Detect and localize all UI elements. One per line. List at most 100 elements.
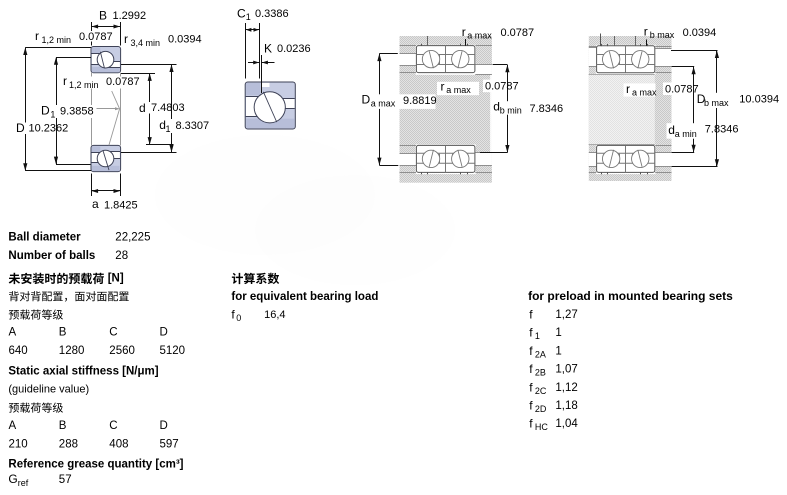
svg-text:a max: a max <box>632 88 657 98</box>
svg-text:r: r <box>35 29 39 43</box>
svg-text:D: D <box>41 104 50 118</box>
svg-text:28: 28 <box>115 250 128 262</box>
svg-text:1: 1 <box>50 109 55 119</box>
svg-text:0.0236: 0.0236 <box>277 43 311 55</box>
svg-text:C: C <box>109 327 117 339</box>
svg-text:8.3307: 8.3307 <box>176 120 210 132</box>
svg-text:f: f <box>529 362 533 376</box>
svg-text:b max: b max <box>704 98 729 108</box>
svg-text:1: 1 <box>166 124 171 134</box>
svg-text:0.0787: 0.0787 <box>501 27 535 39</box>
svg-text:Static axial stiffness [N/μm]: Static axial stiffness [N/μm] <box>8 365 158 377</box>
svg-text:a max: a max <box>371 98 396 108</box>
svg-text:1,04: 1,04 <box>555 418 578 430</box>
svg-text:Ball diameter: Ball diameter <box>8 232 81 244</box>
svg-text:a max: a max <box>446 85 471 95</box>
svg-text:A: A <box>9 420 17 432</box>
svg-text:1.2992: 1.2992 <box>113 10 147 22</box>
svg-text:b max: b max <box>650 30 675 40</box>
svg-text:1,2 min: 1,2 min <box>69 80 99 90</box>
svg-text:1.8425: 1.8425 <box>104 200 138 212</box>
svg-text:10.0394: 10.0394 <box>739 93 779 105</box>
svg-text:d: d <box>493 100 500 114</box>
svg-text:D: D <box>362 93 371 107</box>
svg-text:for preload in mounted bearing: for preload in mounted bearing sets <box>528 289 733 303</box>
svg-text:1,27: 1,27 <box>555 309 577 321</box>
svg-text:B: B <box>59 327 67 339</box>
svg-text:0.0787: 0.0787 <box>665 83 699 95</box>
svg-text:ref: ref <box>18 478 29 488</box>
svg-text:0: 0 <box>236 313 241 323</box>
svg-text:0.0394: 0.0394 <box>683 27 717 39</box>
svg-text:C: C <box>109 420 117 432</box>
svg-text:57: 57 <box>59 474 72 486</box>
svg-text:0.0394: 0.0394 <box>168 33 202 45</box>
svg-text:HC: HC <box>535 422 548 432</box>
svg-text:D: D <box>160 327 168 339</box>
svg-text:r: r <box>644 25 648 39</box>
svg-text:for equivalent bearing load: for equivalent bearing load <box>231 291 378 303</box>
svg-text:C: C <box>237 6 246 20</box>
svg-text:2560: 2560 <box>109 345 135 357</box>
svg-text:f: f <box>529 344 533 358</box>
svg-text:f: f <box>529 398 533 412</box>
svg-text:1280: 1280 <box>59 345 85 357</box>
svg-text:r: r <box>63 74 67 88</box>
svg-text:a: a <box>92 197 99 211</box>
svg-text:1: 1 <box>535 331 540 341</box>
svg-text:D: D <box>697 92 706 106</box>
svg-text:2C: 2C <box>535 386 547 396</box>
svg-text:D: D <box>16 121 25 135</box>
svg-text:Reference grease quantity [cm³: Reference grease quantity [cm³] <box>8 459 183 471</box>
svg-text:r: r <box>462 25 466 39</box>
svg-text:0.0787: 0.0787 <box>106 76 140 88</box>
svg-text:22,225: 22,225 <box>115 232 150 244</box>
svg-text:d: d <box>668 123 675 137</box>
svg-text:f: f <box>529 416 533 430</box>
svg-text:640: 640 <box>9 345 28 357</box>
svg-text:7.4803: 7.4803 <box>151 102 185 114</box>
svg-text:a max: a max <box>467 31 492 41</box>
svg-text:[N]: [N] <box>108 273 124 285</box>
svg-text:1: 1 <box>246 12 251 22</box>
svg-text:10.2362: 10.2362 <box>29 123 69 135</box>
svg-text:f: f <box>529 380 533 394</box>
svg-text:0.0787: 0.0787 <box>79 31 113 43</box>
svg-text:D: D <box>160 420 168 432</box>
svg-text:9.3858: 9.3858 <box>60 105 94 117</box>
svg-text:1,12: 1,12 <box>555 382 577 394</box>
svg-text:1,2 min: 1,2 min <box>42 35 72 45</box>
svg-text:A: A <box>9 327 17 339</box>
svg-text:7.8346: 7.8346 <box>705 123 739 135</box>
svg-text:597: 597 <box>160 439 179 451</box>
svg-text:9.8819: 9.8819 <box>403 95 437 107</box>
svg-text:G: G <box>8 472 17 486</box>
svg-text:2B: 2B <box>535 368 546 378</box>
svg-text:b min: b min <box>500 105 522 115</box>
svg-text:210: 210 <box>9 439 28 451</box>
svg-text:r: r <box>124 32 128 46</box>
svg-text:0.3386: 0.3386 <box>255 8 289 20</box>
svg-text:16,4: 16,4 <box>264 309 285 321</box>
svg-text:0.0787: 0.0787 <box>485 81 519 93</box>
svg-text:r: r <box>626 82 630 96</box>
svg-text:3,4 min: 3,4 min <box>131 38 161 48</box>
svg-text:f: f <box>231 307 235 321</box>
svg-text:r: r <box>441 79 445 93</box>
svg-text:B: B <box>59 420 67 432</box>
svg-text:d: d <box>159 118 166 132</box>
svg-text:d: d <box>139 101 146 115</box>
svg-text:Number of balls: Number of balls <box>8 250 95 262</box>
svg-text:1,18: 1,18 <box>555 400 577 412</box>
svg-text:2A: 2A <box>535 350 546 360</box>
svg-text:(guideline value): (guideline value) <box>8 384 89 396</box>
svg-text:1: 1 <box>555 327 561 339</box>
svg-text:7.8346: 7.8346 <box>530 103 564 115</box>
svg-text:288: 288 <box>59 439 78 451</box>
svg-text:2D: 2D <box>535 404 547 414</box>
svg-text:1: 1 <box>555 346 561 358</box>
svg-text:a min: a min <box>675 129 697 139</box>
svg-text:408: 408 <box>109 439 128 451</box>
svg-text:K: K <box>264 41 272 55</box>
svg-text:B: B <box>99 8 107 22</box>
